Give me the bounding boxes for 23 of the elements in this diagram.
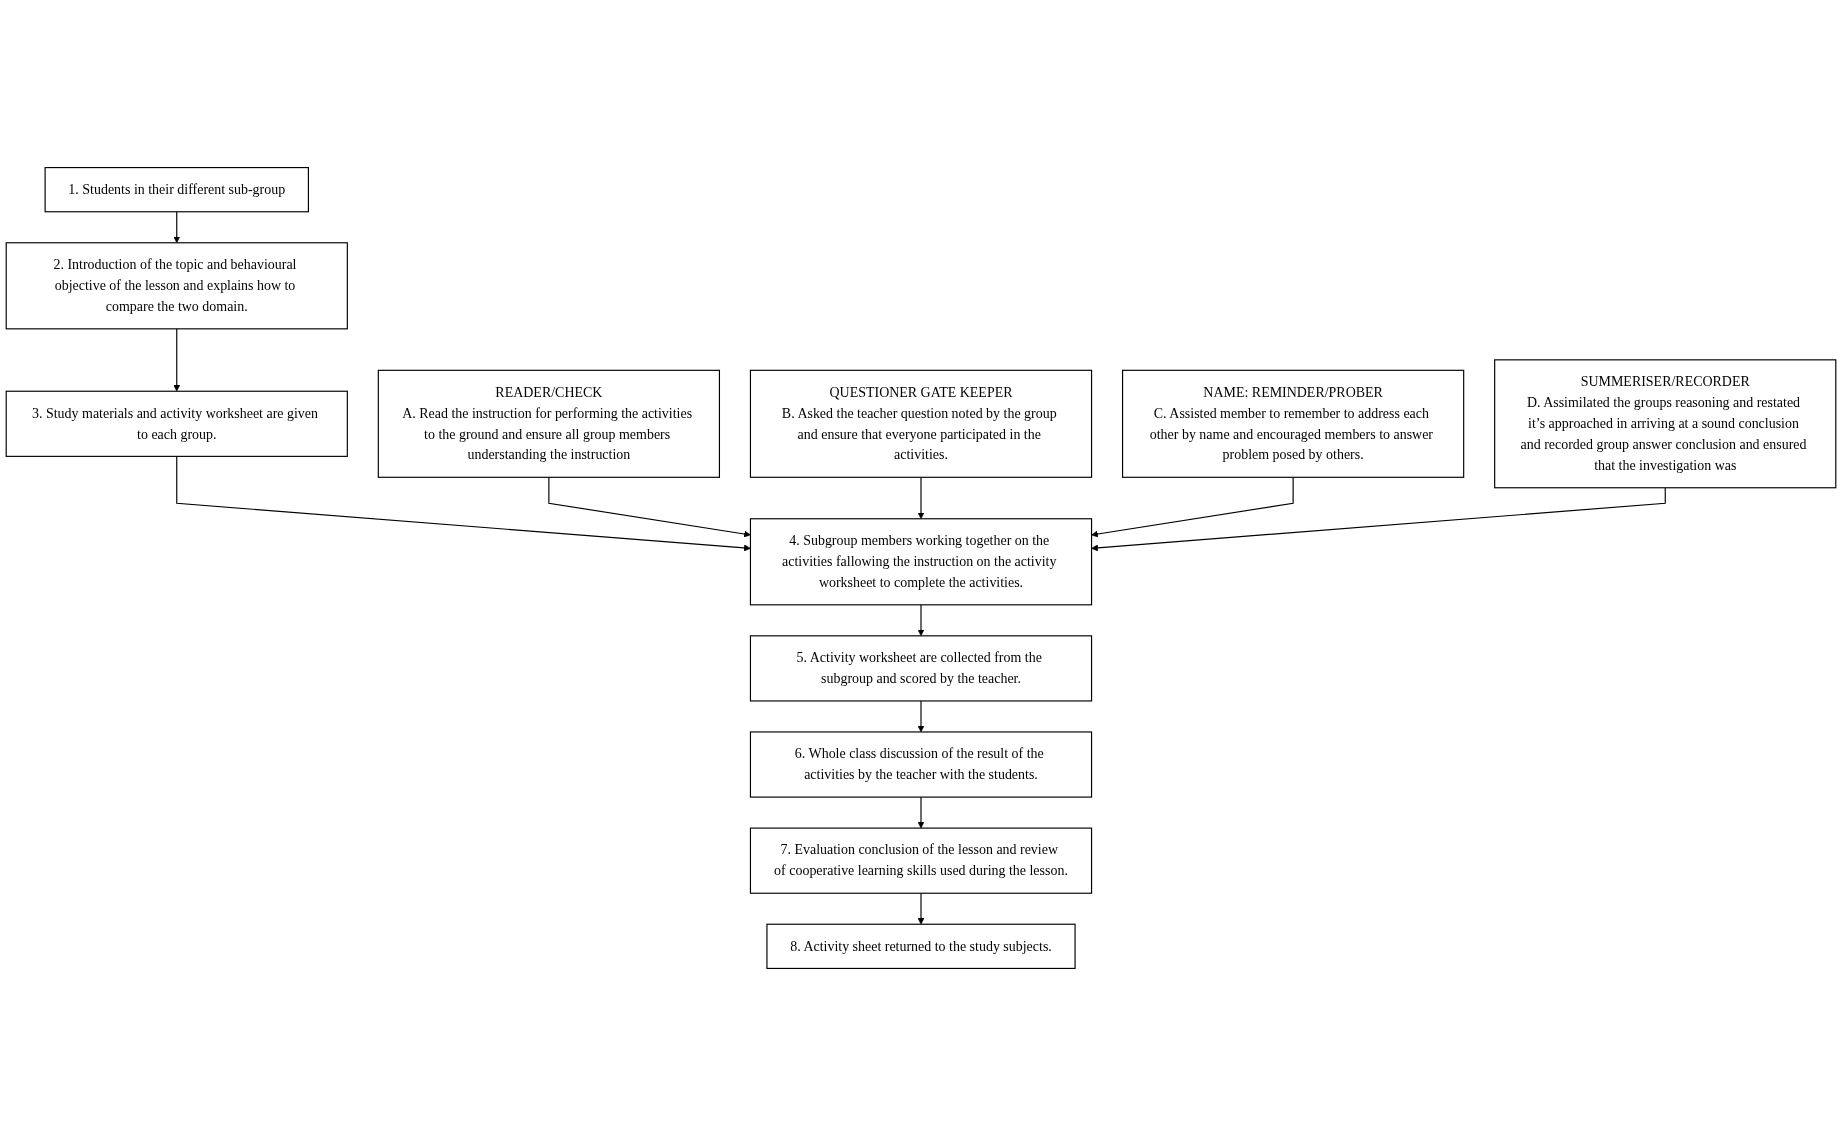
node-box: 4. Subgroup members working together on the activities fallowing the instruction on the activity worksheet to complete the activities. — [749, 518, 1093, 606]
node-box: 2. Introduction of the topic and behavioural objective of the lesson and explains how to compare the two domain. — [5, 242, 348, 330]
arrow — [1091, 487, 1666, 552]
arrow — [176, 455, 751, 552]
node-box: 5. Activity worksheet are collected from the subgroup and scored by the teacher. — [749, 635, 1093, 702]
arrow — [173, 328, 181, 392]
arrow — [173, 211, 181, 244]
node-box: 1. Students in their different sub-group — [44, 167, 309, 213]
node-box: READER/CHECK A. Read the instruction for performing the activities to the ground and ensure all group members understanding the instruction — [377, 369, 720, 478]
arrow — [917, 476, 925, 520]
node-box: QUESTIONER GATE KEEPER B. Asked the teacher question noted by the group and ensure that everyone participated in the activities. — [749, 369, 1093, 478]
node-box: 3. Study materials and activity worksheet are given to each group. — [5, 390, 348, 457]
node-box: 8. Activity sheet returned to the study subjects. — [766, 923, 1076, 969]
arrow — [917, 892, 925, 925]
node-box: 6. Whole class discussion of the result of the activities by the teacher with the students. — [749, 731, 1093, 798]
node-box: SUMMERISER/RECORDER D. Assimilated the groups reasoning and restated it’s approached in arriving at a sound conclusion and recorded group answer conclusion and ensured that the investigation was — [1494, 359, 1837, 489]
arrow — [548, 476, 751, 538]
arrow — [917, 700, 925, 733]
arrow — [917, 796, 925, 829]
node-box: NAME: REMINDER/PROBER C. Assisted member to remember to address each other by name and encouraged members to answer problem posed by others. — [1122, 369, 1465, 478]
arrow — [1091, 476, 1294, 538]
node-box: 7. Evaluation conclusion of the lesson and review of cooperative learning skills used during the lesson. — [749, 827, 1093, 894]
arrow — [917, 604, 925, 637]
